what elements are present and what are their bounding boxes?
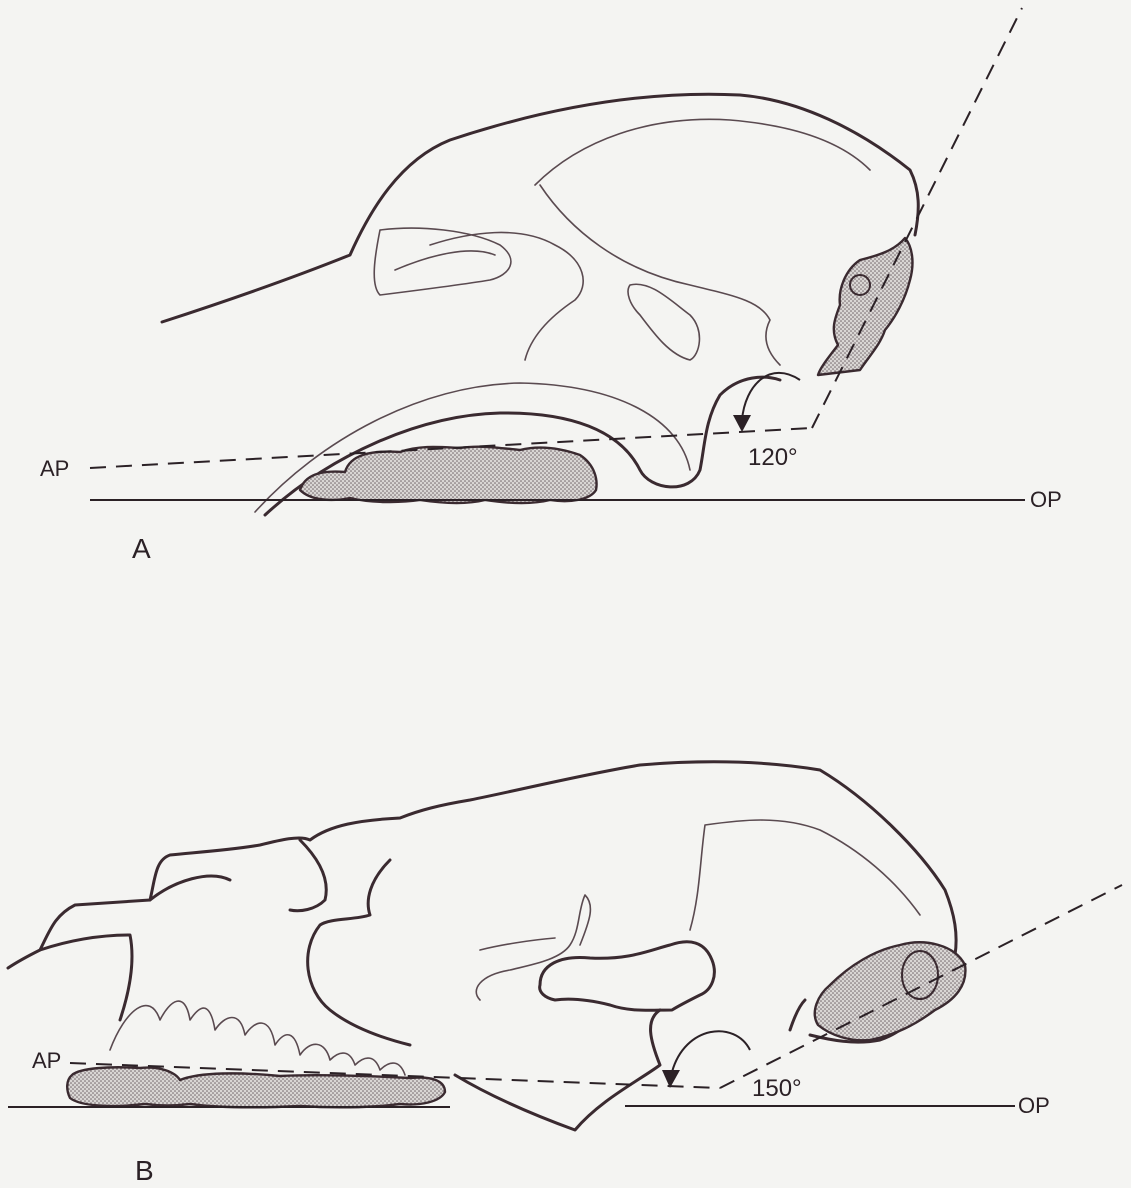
- panel-a-angle-label: 120°: [748, 444, 798, 471]
- panel-b: AP OP 150° B: [8, 762, 1122, 1186]
- panel-b-angle-label: 150°: [752, 1075, 802, 1102]
- panel-a-label: A: [132, 533, 151, 564]
- panel-a-angle-arrowhead: [733, 415, 751, 432]
- panel-a-ap-label: AP: [40, 456, 69, 481]
- panel-b-occipital-region: [815, 942, 966, 1040]
- panel-b-snout-upper: [40, 935, 132, 1020]
- panel-a-braincase-line: [535, 119, 870, 185]
- panel-a-orbit-line: [540, 185, 780, 365]
- panel-b-angle-arc: [672, 1031, 750, 1072]
- panel-a-tooth-row: [300, 447, 597, 503]
- panel-b-lower-outline: [455, 1010, 660, 1130]
- panel-b-angle-arrowhead: [662, 1070, 680, 1088]
- panel-b-zygomatic: [540, 942, 715, 1011]
- panel-b-tooth-row: [67, 1067, 445, 1107]
- panel-a-skull-outline: [162, 94, 918, 322]
- panel-b-orbit: [308, 860, 410, 1045]
- panel-b-skull-outline: [8, 762, 956, 968]
- panel-a: AP OP 120° A: [40, 8, 1062, 564]
- panel-b-ap-label: AP: [32, 1048, 61, 1073]
- panel-a-zygomatic: [374, 228, 583, 360]
- panel-b-inner-lines: [476, 895, 590, 1000]
- panel-b-tooth-crowns: [110, 1001, 405, 1075]
- panel-a-op-label: OP: [1030, 487, 1062, 512]
- panel-b-label: B: [135, 1155, 154, 1186]
- panel-a-angle-arc: [742, 373, 800, 420]
- panel-b-op-label: OP: [1018, 1093, 1050, 1118]
- panel-a-occipital-region: [818, 238, 912, 375]
- panel-b-braincase-line: [690, 820, 920, 930]
- panel-b-nasal-lines: [150, 840, 326, 911]
- panel-a-fossa: [628, 284, 699, 360]
